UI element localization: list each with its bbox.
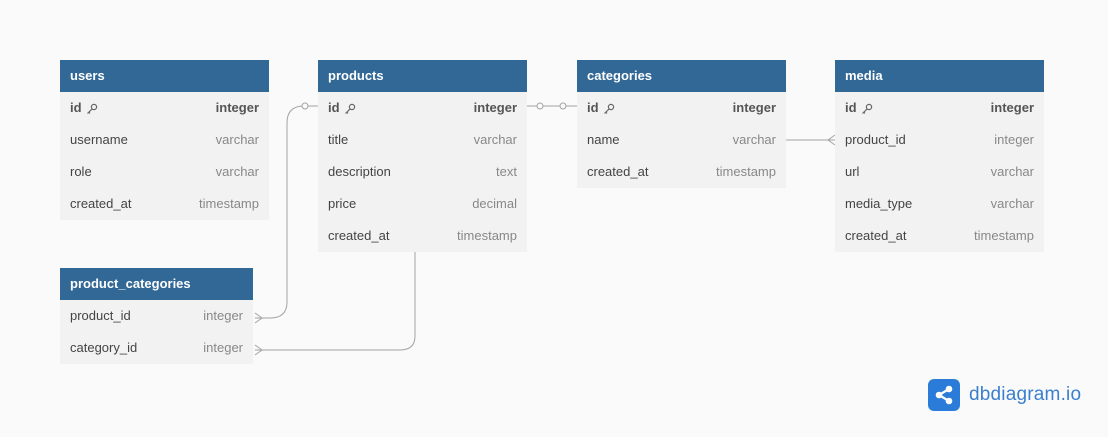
column-type: timestamp	[199, 196, 259, 211]
rel-one-marker	[301, 102, 309, 110]
rel-many-marker	[827, 134, 836, 146]
column-name: role	[70, 164, 92, 179]
column-name: url	[845, 164, 860, 179]
table-row[interactable]: id integer	[577, 92, 786, 124]
table-row[interactable]: price decimal	[318, 188, 527, 220]
table-row[interactable]: created_at timestamp	[835, 220, 1044, 252]
table-products[interactable]: products id integer title varchar descri…	[318, 60, 527, 252]
table-row[interactable]: id integer	[60, 92, 269, 124]
table-row[interactable]: created_at timestamp	[60, 188, 269, 220]
column-type: integer	[215, 100, 259, 115]
column-type: varchar	[215, 132, 259, 147]
column-type: text	[496, 164, 517, 179]
key-icon	[861, 103, 872, 114]
table-row[interactable]: product_id integer	[60, 300, 253, 332]
key-icon	[344, 103, 355, 114]
column-name: product_id	[70, 308, 131, 323]
table-row[interactable]: id integer	[318, 92, 527, 124]
share-icon	[928, 379, 960, 411]
column-type: integer	[732, 100, 776, 115]
table-row[interactable]: username varchar	[60, 124, 269, 156]
column-type: timestamp	[716, 164, 776, 179]
table-row[interactable]: category_id integer	[60, 332, 253, 364]
column-type: varchar	[990, 164, 1034, 179]
table-row[interactable]: description text	[318, 156, 527, 188]
table-header[interactable]: categories	[577, 60, 786, 92]
table-row[interactable]: url varchar	[835, 156, 1044, 188]
column-name: description	[328, 164, 391, 179]
column-name: id	[587, 100, 599, 115]
column-type: integer	[203, 340, 243, 355]
column-name: id	[328, 100, 340, 115]
column-type: varchar	[215, 164, 259, 179]
column-name: media_type	[845, 196, 913, 211]
column-name: created_at	[328, 228, 390, 243]
key-icon	[603, 103, 614, 114]
table-row[interactable]: id integer	[835, 92, 1044, 124]
column-type: timestamp	[457, 228, 517, 243]
rel-many-marker	[254, 344, 263, 356]
column-name: name	[587, 132, 620, 147]
table-header[interactable]: products	[318, 60, 527, 92]
column-type: integer	[994, 132, 1034, 147]
column-type: decimal	[472, 196, 517, 211]
column-name: created_at	[70, 196, 132, 211]
table-row[interactable]: created_at timestamp	[318, 220, 527, 252]
rel-products-category-id	[255, 252, 416, 351]
table-row[interactable]: title varchar	[318, 124, 527, 156]
table-users[interactable]: users id integer username varchar role v…	[60, 60, 269, 220]
column-name: price	[328, 196, 357, 211]
rel-many-marker	[254, 312, 263, 324]
table-row[interactable]: name varchar	[577, 124, 786, 156]
column-type: integer	[990, 100, 1034, 115]
column-name: id	[70, 100, 82, 115]
column-type: timestamp	[974, 228, 1034, 243]
column-name: created_at	[845, 228, 907, 243]
table-row[interactable]: created_at timestamp	[577, 156, 786, 188]
table-header[interactable]: media	[835, 60, 1044, 92]
column-name: product_id	[845, 132, 906, 147]
column-name: username	[70, 132, 128, 147]
column-type: integer	[203, 308, 243, 323]
column-name: category_id	[70, 340, 138, 355]
table-row[interactable]: role varchar	[60, 156, 269, 188]
column-type: varchar	[732, 132, 776, 147]
table-media[interactable]: media id integer product_id integer url …	[835, 60, 1044, 252]
column-type: varchar	[473, 132, 517, 147]
table-row[interactable]: product_id integer	[835, 124, 1044, 156]
table-row[interactable]: media_type varchar	[835, 188, 1044, 220]
rel-one-marker	[559, 102, 567, 110]
column-type: varchar	[990, 196, 1034, 211]
column-type: integer	[473, 100, 517, 115]
brand-name: dbdiagram.io	[969, 384, 1082, 405]
table-header[interactable]: users	[60, 60, 269, 92]
column-name: created_at	[587, 164, 649, 179]
key-icon	[86, 103, 97, 114]
table-header[interactable]: product_categories	[60, 268, 253, 300]
table-categories[interactable]: categories id integer name varchar creat…	[577, 60, 786, 188]
column-name: id	[845, 100, 857, 115]
column-name: title	[328, 132, 349, 147]
brand-logo-link[interactable]: dbdiagram.io	[928, 378, 1081, 412]
rel-one-marker	[536, 102, 544, 110]
table-product-categories[interactable]: product_categories product_id integer ca…	[60, 268, 253, 364]
